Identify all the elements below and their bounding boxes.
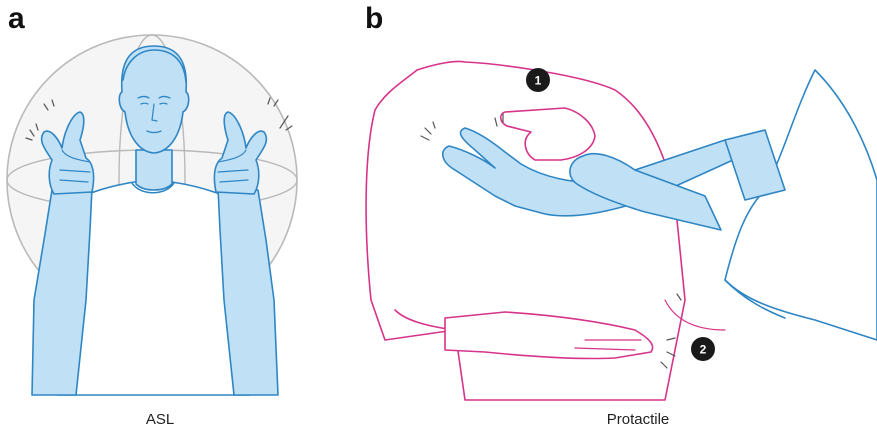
panel-a: a — [0, 0, 330, 436]
protactile-illustration: 1 2 — [345, 0, 877, 410]
marker-1-label: 1 — [535, 74, 542, 88]
asl-illustration — [0, 0, 330, 410]
panel-a-caption: ASL — [80, 411, 240, 428]
panel-b-caption: Protactile — [558, 411, 718, 428]
marker-2: 2 — [691, 337, 715, 361]
panel-b: b — [345, 0, 877, 436]
receiver-figure — [366, 61, 725, 400]
marker-1: 1 — [526, 68, 550, 92]
marker-2-label: 2 — [700, 343, 707, 357]
